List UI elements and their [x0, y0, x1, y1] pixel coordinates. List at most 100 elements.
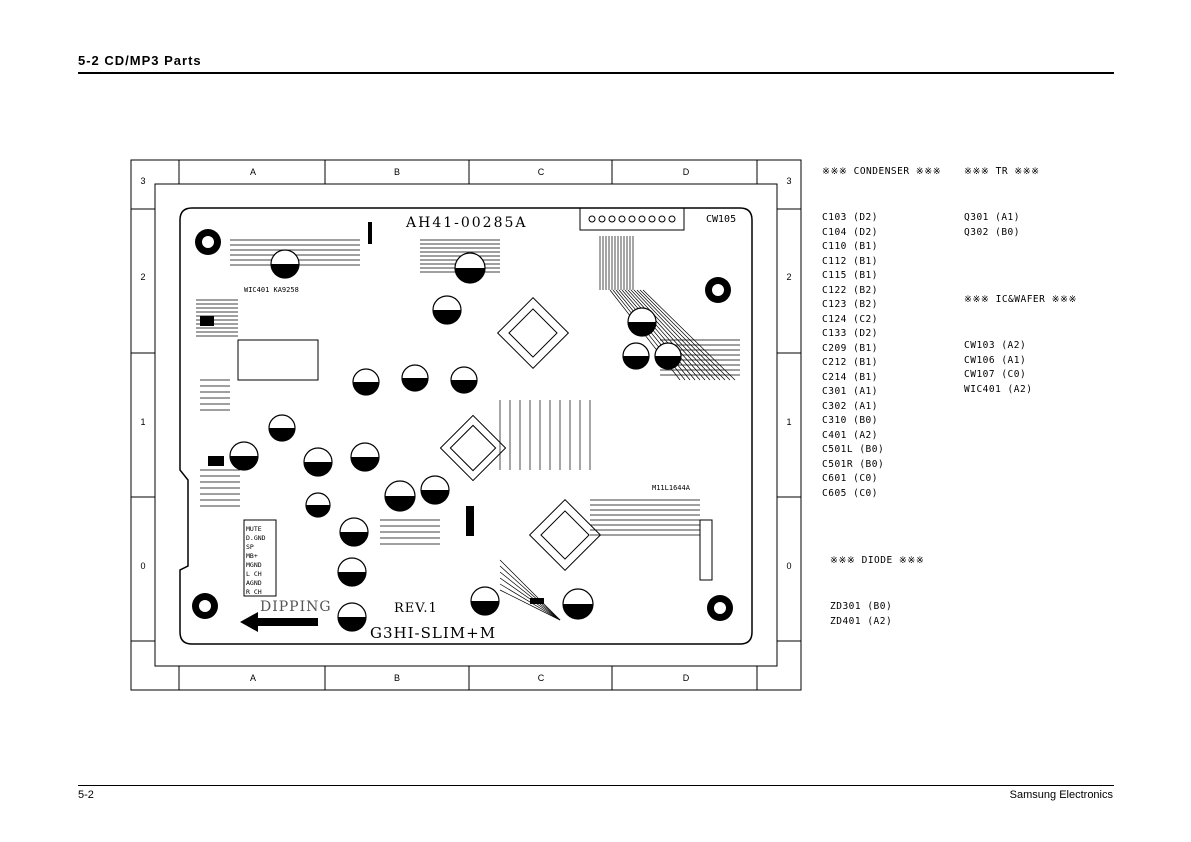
legend-item: CW106 (A1)	[964, 354, 1027, 366]
board-revision: REV.1	[394, 601, 438, 616]
row-label-right-0: 0	[786, 561, 791, 571]
legend-diode: ※※※ DIODE ※※※ ZD301 (B0) ZD401 (A2)	[830, 555, 924, 629]
trace	[499, 565, 561, 621]
electrolytic-capacitor	[337, 557, 367, 587]
legend-item: C214 (B1)	[822, 371, 878, 383]
legend-item: C501R (B0)	[822, 458, 885, 470]
page-number: 5-2	[78, 789, 94, 801]
col-label-bot-c: C	[538, 673, 545, 683]
electrolytic-capacitor	[229, 441, 259, 471]
electrolytic-capacitor	[384, 480, 416, 512]
row-label-left-0: 0	[140, 561, 145, 571]
connector-pin	[658, 215, 666, 223]
legend-item: CW107 (C0)	[964, 369, 1027, 380]
col-label-top-d: D	[683, 167, 690, 177]
connector-pin	[588, 215, 596, 223]
frame-column-ticks	[131, 160, 801, 690]
legend-title: ※※※ IC&WAFER ※※※	[964, 294, 1077, 305]
capacitors	[229, 249, 682, 632]
legend-item: C301 (A1)	[822, 386, 878, 397]
electrolytic-capacitor	[350, 442, 380, 472]
legend-list: Q301 (A1) Q302 (B0)	[964, 211, 1040, 240]
trace	[636, 289, 726, 381]
electrolytic-capacitor	[562, 588, 594, 620]
component-bars	[200, 222, 544, 604]
legend-item: ZD401 (A2)	[830, 615, 893, 627]
pin-label: MB+	[246, 552, 258, 560]
legend-title: ※※※ DIODE ※※※	[830, 555, 925, 566]
row-label-right-3: 3	[786, 176, 791, 186]
connector-pins	[588, 215, 676, 223]
row-label-left-3: 3	[140, 176, 145, 186]
col-label-bot-a: A	[250, 673, 256, 683]
pin-label: R CH	[246, 588, 262, 596]
legend-item: C103 (D2)	[822, 212, 878, 223]
electrolytic-capacitor	[401, 364, 429, 392]
page-title: 5-2 CD/MP3 Parts	[78, 53, 202, 68]
insert-arrow	[240, 612, 318, 632]
electrolytic-capacitor	[268, 414, 296, 442]
legend-item: C123 (B2)	[822, 299, 878, 310]
trace	[639, 289, 731, 381]
frame-inner	[154, 183, 778, 667]
legend-item: WIC401 (A2)	[964, 383, 1033, 395]
col-label-bot-d: D	[683, 673, 690, 683]
company-name: Samsung Electronics	[1009, 789, 1113, 801]
electrolytic-capacitor	[622, 342, 650, 370]
legend-item: Q301 (A1)	[964, 212, 1020, 223]
legend-item: ZD301 (B0)	[830, 601, 893, 612]
legend-ic: ※※※ IC&WAFER ※※※ CW103 (A2)CW106 (A1)CW1…	[964, 294, 1077, 397]
electrolytic-capacitor	[450, 366, 478, 394]
electrolytic-capacitor	[303, 447, 333, 477]
legend-item: C122 (B2)	[822, 284, 878, 296]
electrolytic-capacitor	[337, 602, 367, 632]
legend-condenser: ※※※ CONDENSER ※※※ C103 (D2)C104 (D2)C110…	[822, 166, 941, 501]
board-ic-label: WIC401 KA9258	[244, 286, 299, 294]
pin-label: SP	[246, 543, 254, 551]
board-connector-label: CW105	[706, 214, 736, 225]
col-label-top-b: B	[394, 167, 400, 177]
electrolytic-capacitor	[420, 475, 450, 505]
electrolytic-capacitor	[432, 295, 462, 325]
legend-item: C401 (A2)	[822, 429, 878, 441]
board-sub-label: M11L1644A	[652, 484, 691, 492]
footer-rule	[78, 785, 1114, 786]
electrolytic-capacitor	[470, 586, 500, 616]
col-label-top-c: C	[538, 167, 545, 177]
pin-label: AGND	[246, 579, 262, 587]
legend-item: C605 (C0)	[822, 487, 878, 499]
electrolytic-capacitor	[454, 252, 486, 284]
frame-outer	[130, 159, 802, 691]
row-label-right-2: 2	[786, 272, 791, 282]
connector-pin	[668, 215, 676, 223]
legend-list: CW103 (A2) CW106 (A1) CW107 (C0) WIC401 (A2…	[964, 339, 1077, 397]
electrolytic-capacitor	[352, 368, 380, 396]
electrolytic-capacitor	[654, 342, 682, 370]
pin-label: L CH	[246, 570, 262, 578]
pin-label: D.GND	[246, 534, 266, 542]
legend-item: C501L (B0)	[822, 444, 885, 455]
legend-item: C133 (D2)	[822, 328, 878, 339]
board-dipping: DIPPING	[260, 599, 332, 615]
pin-label: MGND	[246, 561, 262, 569]
legend-item: CW103 (A2)	[964, 340, 1027, 351]
legend-list: ZD301 (B0) ZD401 (A2)	[830, 600, 924, 629]
legend-list: C103 (D2)C104 (D2)C110 (B1)C112 (B1)C115…	[822, 211, 941, 501]
legend-item: C110 (B1)	[822, 241, 878, 252]
row-label-right-1: 1	[786, 417, 791, 427]
electrolytic-capacitor	[270, 249, 300, 279]
legend-item: C209 (B1)	[822, 342, 878, 354]
legend-item: C115 (B1)	[822, 270, 878, 281]
electrolytic-capacitor	[305, 492, 331, 518]
connectors	[243, 207, 713, 597]
legend-item: C124 (C2)	[822, 313, 878, 325]
board-model: G3HI-SLIM+M	[370, 624, 496, 642]
legend-item: Q302 (B0)	[964, 226, 1020, 238]
connector-pin	[608, 215, 616, 223]
legend-item: C112 (B1)	[822, 255, 878, 267]
trace	[499, 571, 561, 621]
board-part-number: AH41-00285A	[405, 215, 528, 231]
trace	[615, 289, 691, 381]
row-label-left-2: 2	[140, 272, 145, 282]
